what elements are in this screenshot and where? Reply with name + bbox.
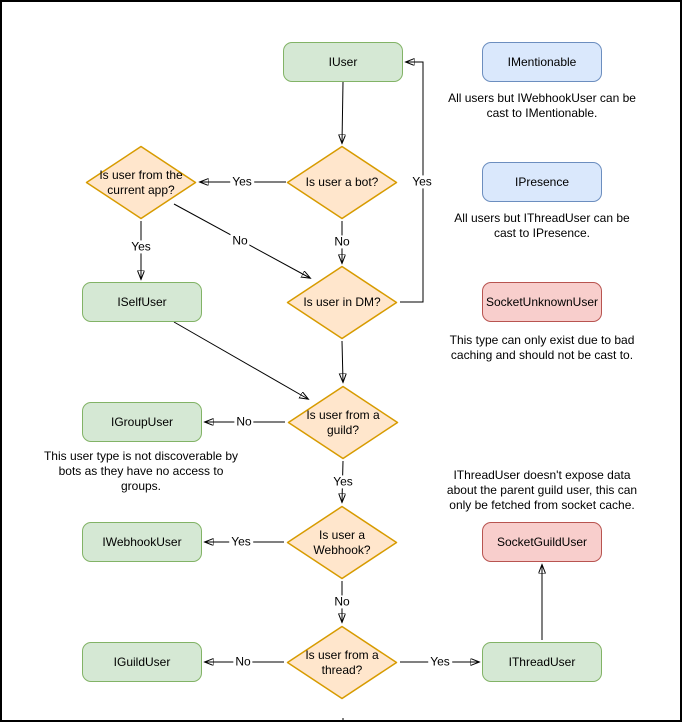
note-ipresence: All users but IThreadUser can be cast to… xyxy=(454,211,630,240)
node-socketunknownuser: SocketUnknownUser xyxy=(482,282,602,322)
node-iselfuser-label: ISelfUser xyxy=(117,294,167,309)
node-imentionable-label: IMentionable xyxy=(507,54,577,69)
node-igroupuser: IGroupUser xyxy=(82,402,202,442)
note-igroupuser: This user type is not discoverable by bo… xyxy=(43,449,239,493)
note-socketunknownuser: This type can only exist due to bad cach… xyxy=(449,333,635,362)
node-iwebhookuser: IWebhookUser xyxy=(82,522,202,562)
decision-is-webhook-label: Is user a Webhook? xyxy=(313,528,371,557)
decision-from-thread-label: Is user from a thread? xyxy=(305,648,379,677)
decision-is-bot-label: Is user a bot? xyxy=(305,175,379,190)
edge-label-currentapp-yes: Yes xyxy=(129,239,153,254)
diamond-shape-icon xyxy=(286,145,398,220)
decision-from-guild-label: Is user from a guild? xyxy=(306,408,380,437)
node-socketguilduser-label: SocketGuildUser xyxy=(496,534,588,549)
edge-label-bot-yes: Yes xyxy=(230,174,254,189)
decision-in-dm-label: Is user in DM? xyxy=(303,295,381,310)
node-ithreaduser: IThreadUser xyxy=(482,642,602,682)
edge-label-currentapp-no: No xyxy=(230,233,250,248)
edge-label-guild-no: No xyxy=(234,414,254,429)
node-iselfuser: ISelfUser xyxy=(82,282,202,322)
decision-in-dm: Is user in DM? xyxy=(286,265,398,340)
decision-from-current-app-label: Is user from the current app? xyxy=(99,168,183,197)
node-ithreaduser-label: IThreadUser xyxy=(508,654,576,669)
edge-iuser-to-bot xyxy=(342,81,343,143)
node-iuser: IUser xyxy=(283,42,403,82)
node-socketunknownuser-label: SocketUnknownUser xyxy=(485,294,599,309)
diamond-shape-icon xyxy=(286,625,398,700)
edge-label-webhook-no: No xyxy=(332,594,352,609)
node-igroupuser-label: IGroupUser xyxy=(110,414,174,429)
diamond-shape-icon xyxy=(286,505,398,580)
diamond-shape-icon xyxy=(85,145,197,220)
edge-label-webhook-yes: Yes xyxy=(229,534,253,549)
node-socketguilduser: SocketGuildUser xyxy=(482,522,602,562)
node-iguilduser: IGuildUser xyxy=(82,642,202,682)
edge-dm-no-to-guild xyxy=(342,340,343,382)
edge-label-thread-yes: Yes xyxy=(428,654,452,669)
node-ipresence: IPresence xyxy=(482,162,602,202)
node-imentionable: IMentionable xyxy=(482,42,602,82)
note-ithreaduser: IThreadUser doesn't expose data about th… xyxy=(446,468,638,512)
node-iguilduser-label: IGuildUser xyxy=(113,654,171,669)
decision-from-guild: Is user from a guild? xyxy=(287,385,399,460)
decision-from-current-app: Is user from the current app? xyxy=(85,145,197,220)
node-ipresence-label: IPresence xyxy=(514,174,570,189)
edge-label-bot-no: No xyxy=(332,234,352,249)
edge-label-dm-yes: Yes xyxy=(410,174,434,189)
node-iwebhookuser-label: IWebhookUser xyxy=(102,534,182,549)
note-imentionable: All users but IWebhookUser can be cast t… xyxy=(448,91,636,120)
diamond-shape-icon xyxy=(287,385,399,460)
edge-iselfuser-to-guild xyxy=(173,321,308,399)
decision-from-thread: Is user from a thread? xyxy=(286,625,398,700)
edge-label-guild-yes: Yes xyxy=(331,474,355,489)
decision-is-bot: Is user a bot? xyxy=(286,145,398,220)
edge-label-thread-no: No xyxy=(233,654,253,669)
decision-is-webhook: Is user a Webhook? xyxy=(286,505,398,580)
node-iuser-label: IUser xyxy=(328,54,358,69)
diamond-shape-icon xyxy=(286,265,398,340)
